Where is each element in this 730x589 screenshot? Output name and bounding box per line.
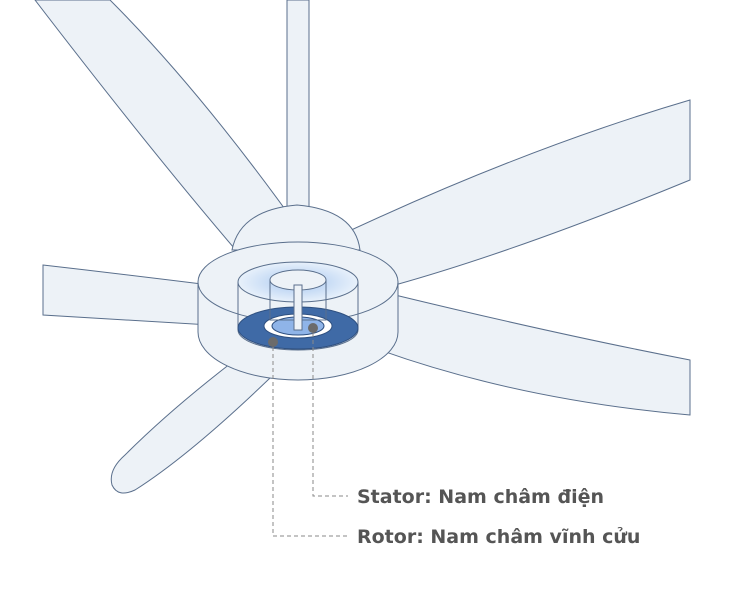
motor-cap <box>231 204 361 251</box>
stator-leader-line <box>312 333 348 497</box>
fan-blade-right-upper <box>329 99 691 286</box>
rotor-marker <box>268 337 278 347</box>
stator-marker <box>308 323 318 333</box>
rotor-label: Rotor: Nam châm vĩnh cửu <box>357 526 640 548</box>
rotor-leader-line <box>272 347 348 537</box>
fan-blade-left <box>42 264 211 326</box>
fan-blade-right-lower <box>379 294 691 416</box>
fan-blade-bottom-left <box>110 359 271 494</box>
shaft <box>293 284 303 331</box>
down-rod <box>286 0 310 216</box>
motor-cylinder <box>237 282 359 351</box>
stator-label: Stator: Nam châm điện <box>357 486 604 508</box>
